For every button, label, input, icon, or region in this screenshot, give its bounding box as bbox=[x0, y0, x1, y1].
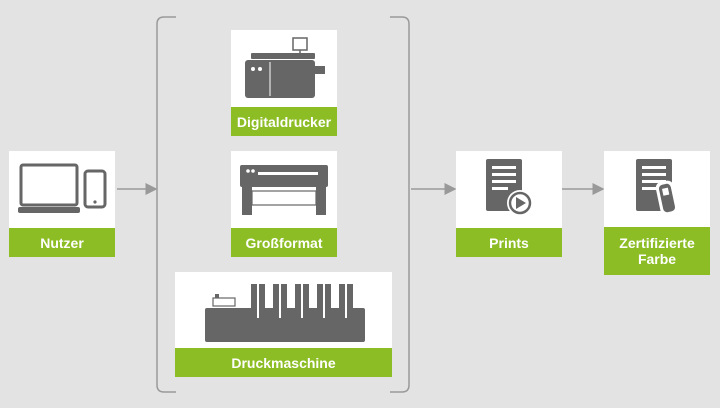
node-prints: Prints bbox=[456, 151, 562, 257]
node-label: Großformat bbox=[231, 228, 337, 257]
group-bracket-left bbox=[156, 16, 176, 393]
node-nutzer: Nutzer bbox=[9, 151, 115, 257]
node-zertifizierte-farbe: Zertifizierte Farbe bbox=[604, 151, 710, 275]
node-label: Prints bbox=[456, 228, 562, 257]
node-label: Nutzer bbox=[9, 228, 115, 257]
node-label: Zertifizierte Farbe bbox=[604, 227, 710, 275]
node-digitaldrucker: Digitaldrucker bbox=[231, 30, 337, 136]
computer-phone-icon bbox=[18, 163, 107, 213]
digital-printer-icon bbox=[245, 37, 325, 98]
group-bracket-right bbox=[390, 16, 410, 393]
node-label: Digitaldrucker bbox=[231, 107, 337, 136]
document-measure-icon bbox=[636, 159, 679, 216]
node-grossformat: Großformat bbox=[231, 151, 337, 257]
printing-press-icon bbox=[205, 284, 365, 342]
large-format-printer-icon bbox=[240, 165, 328, 215]
document-play-icon bbox=[486, 159, 533, 216]
node-label: Druckmaschine bbox=[175, 348, 392, 377]
node-druckmaschine: Druckmaschine bbox=[175, 272, 392, 377]
